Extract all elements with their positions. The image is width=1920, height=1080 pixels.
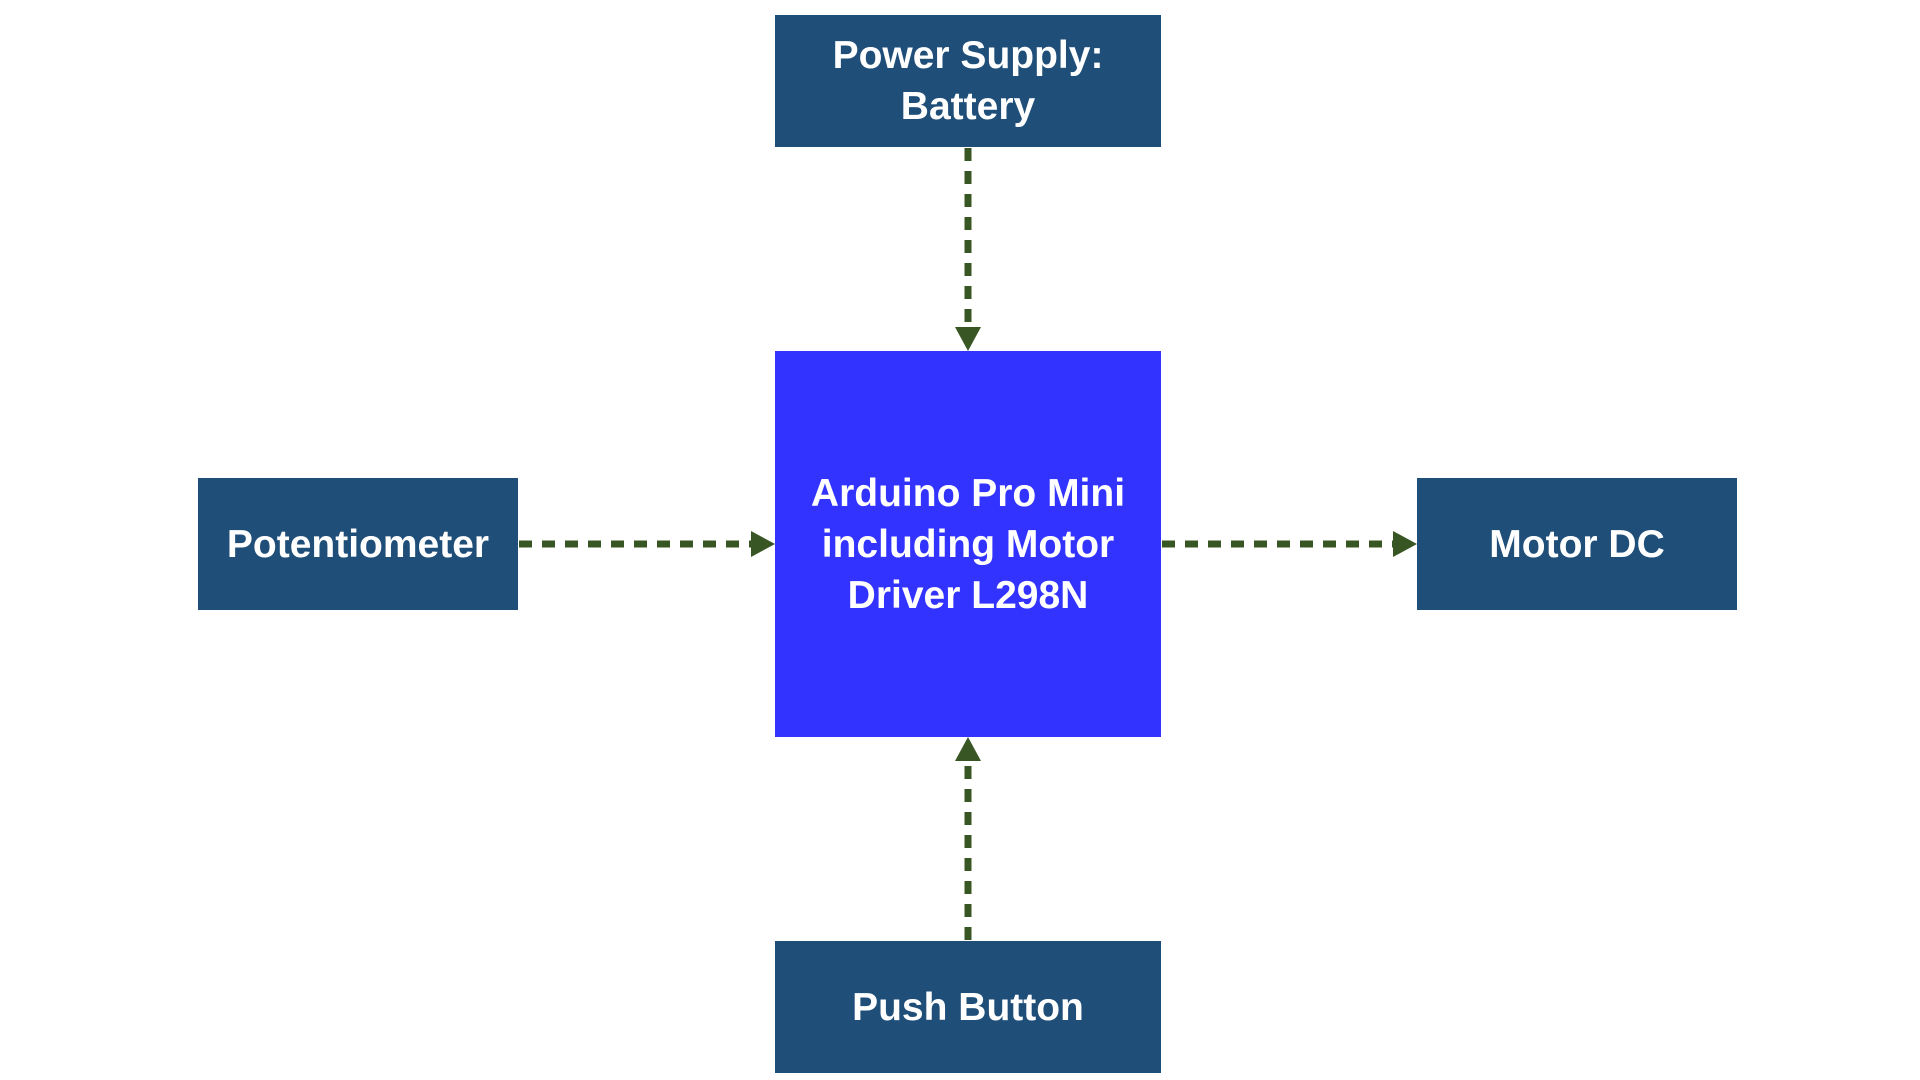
node-potentiometer: Potentiometer (198, 478, 518, 610)
node-push-button: Push Button (775, 941, 1161, 1073)
arrowhead-potentiometer-to-arduino (751, 531, 775, 557)
arrowhead-arduino-to-motor (1393, 531, 1417, 557)
node-power-supply: Power Supply: Battery (775, 15, 1161, 147)
arrowhead-button-to-arduino (955, 737, 981, 761)
node-arduino-pro-mini: Arduino Pro Mini including Motor Driver … (775, 351, 1161, 737)
node-motor-dc: Motor DC (1417, 478, 1737, 610)
arrowhead-power-to-arduino (955, 327, 981, 351)
